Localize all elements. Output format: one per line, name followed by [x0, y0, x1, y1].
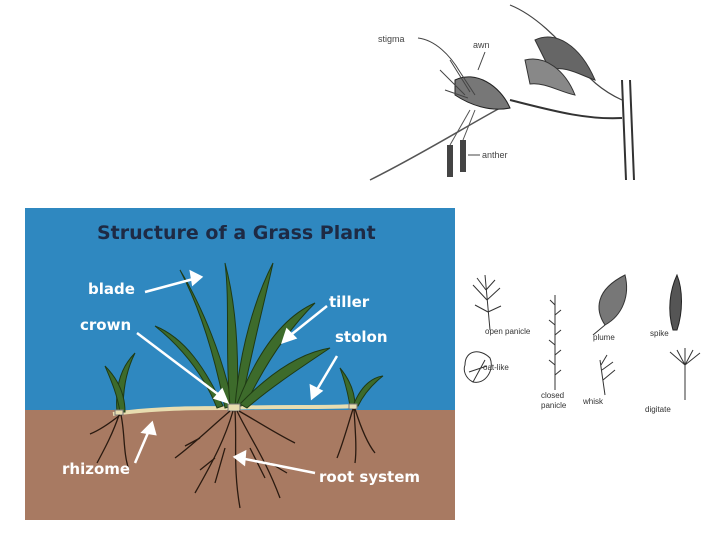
inflorescence-types: open panicle plume spike oat-like closed… — [463, 273, 701, 414]
stigma-feathers — [439, 59, 476, 99]
crown-node — [227, 403, 241, 412]
anther-2 — [460, 140, 466, 172]
whisk-sketch — [599, 354, 616, 396]
anther-1 — [447, 145, 453, 177]
label-blade: blade — [88, 280, 135, 298]
oat-like-sketch — [463, 351, 492, 383]
floret-lower-stem — [369, 107, 501, 181]
awn-leader — [477, 51, 486, 71]
label-stolon: stolon — [335, 328, 388, 346]
anther-filaments — [449, 109, 476, 146]
label-anther: anther — [482, 150, 508, 160]
label-rhizome: rhizome — [62, 460, 131, 478]
spike-sketch — [669, 273, 682, 331]
right-tiller — [339, 367, 384, 407]
grass-plant-drawing — [89, 262, 384, 509]
oat-like-detail — [468, 359, 488, 383]
label-plume: plume — [593, 333, 615, 342]
grass-structure-panel: Structure of a Grass Plant blade crown t… — [25, 208, 455, 520]
middle-spikelet — [524, 58, 576, 96]
left-tiller — [104, 352, 136, 413]
label-awn: awn — [473, 40, 490, 50]
left-node — [114, 409, 124, 416]
label-whisk: whisk — [582, 397, 604, 406]
open-panicle-sketch — [472, 274, 502, 331]
stigma-leader — [417, 37, 461, 73]
digitate-sketch — [669, 348, 701, 400]
label-closed-panicle-2: panicle — [541, 401, 567, 410]
label-open-panicle: open panicle — [485, 327, 531, 336]
label-tiller: tiller — [329, 293, 370, 311]
plume-sketch — [598, 274, 628, 326]
label-closed-panicle-1: closed — [541, 391, 564, 400]
label-crown: crown — [80, 316, 132, 334]
label-spike: spike — [650, 329, 669, 338]
floret-branch — [509, 99, 623, 120]
soil — [25, 410, 455, 520]
label-root-system: root system — [319, 468, 421, 486]
label-stigma: stigma — [378, 34, 405, 44]
plume-stalk — [592, 324, 606, 336]
page-title: Structure of a Grass Plant — [97, 222, 376, 244]
main-plant — [154, 262, 331, 409]
roots — [89, 408, 376, 509]
right-node — [348, 403, 358, 410]
floret-stem — [621, 79, 635, 181]
floret-illustration: stigma awn anther — [369, 4, 635, 181]
label-digitate: digitate — [645, 405, 671, 414]
label-oat-like: oat-like — [483, 363, 509, 372]
label-arrows — [133, 269, 339, 475]
closed-panicle-sketch — [548, 295, 562, 390]
